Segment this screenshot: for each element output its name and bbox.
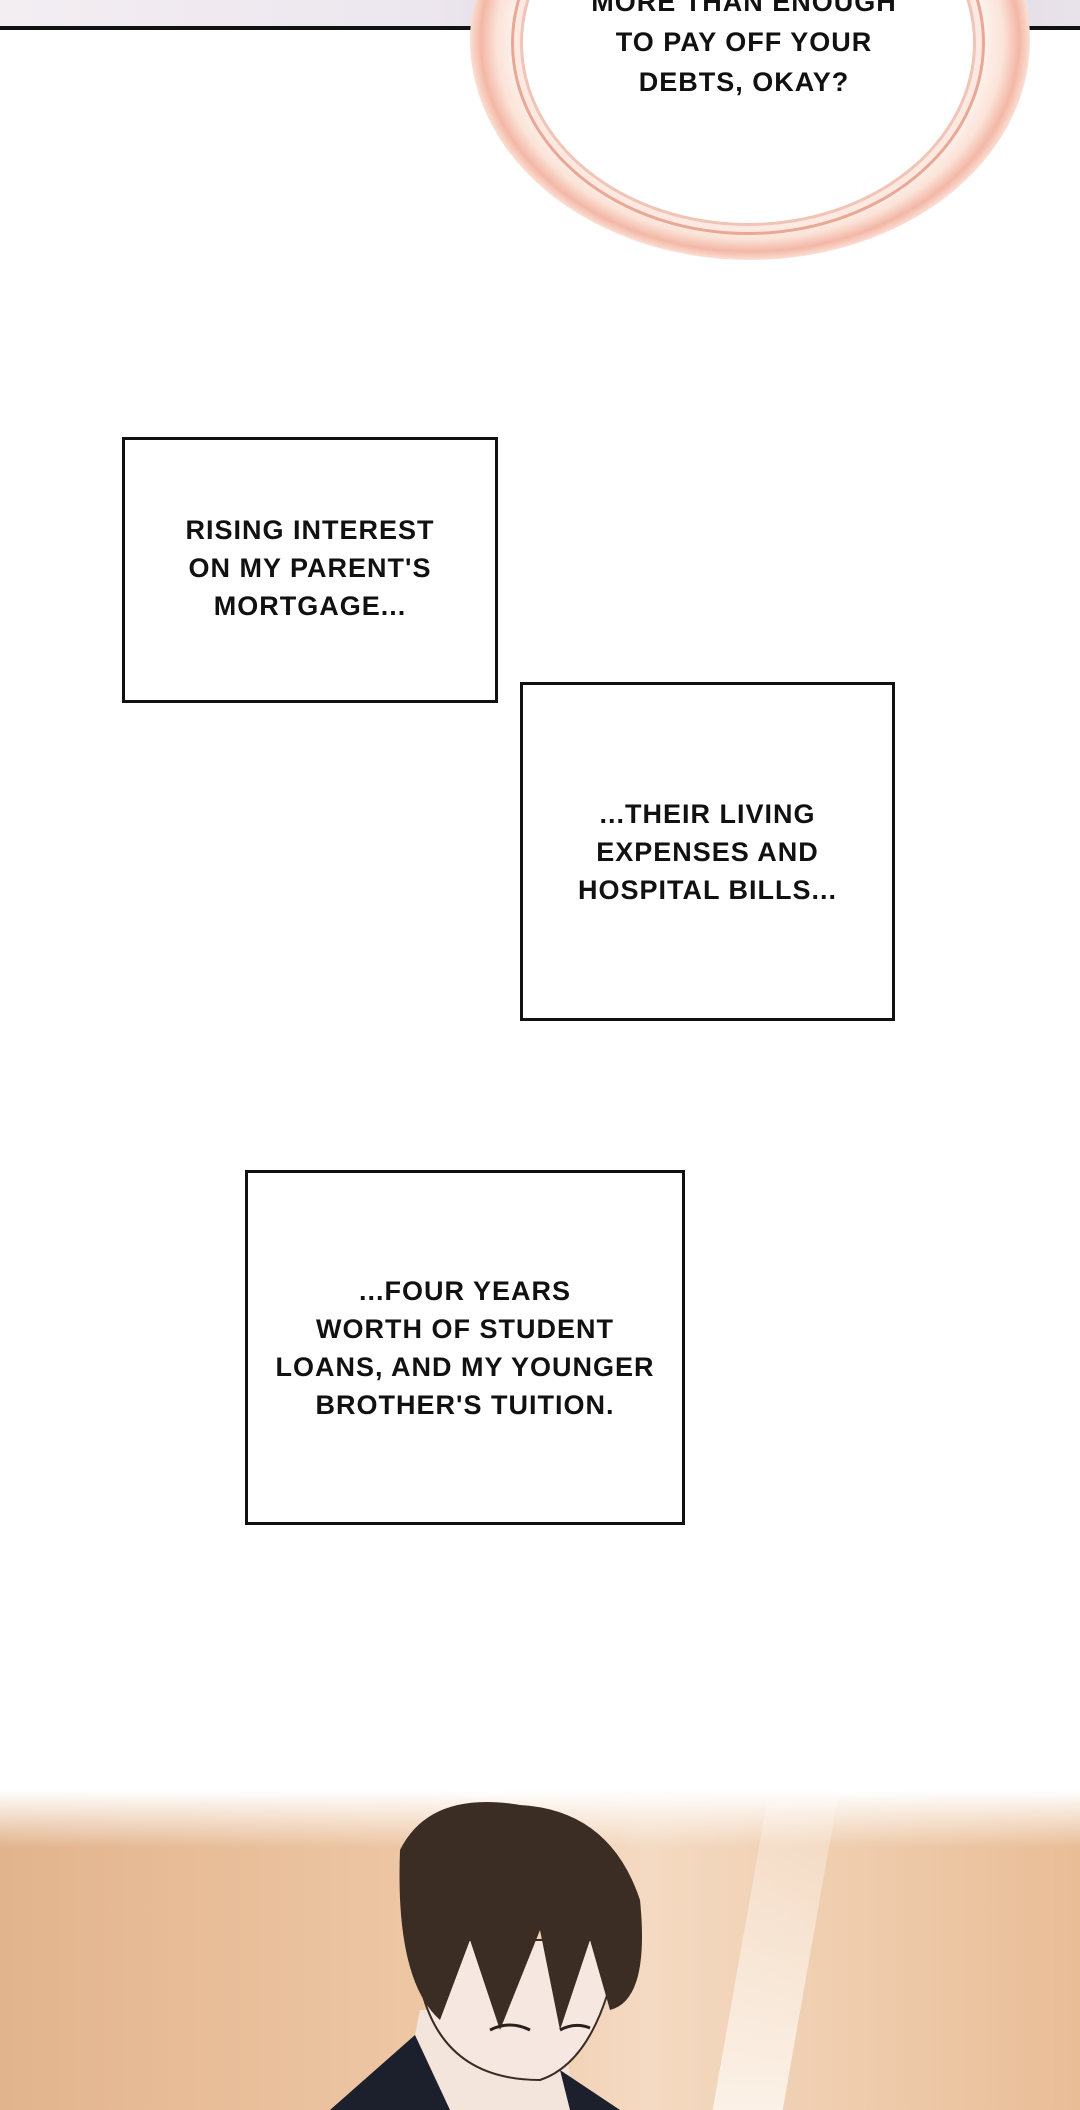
- narration-line: WORTH OF STUDENT: [316, 1313, 614, 1344]
- character-eye: [489, 2023, 531, 2032]
- narration-line: EXPENSES AND: [596, 836, 819, 867]
- narration-line: LOANS, AND MY YOUNGER: [275, 1351, 655, 1382]
- narration-line: ...FOUR YEARS: [358, 1275, 572, 1306]
- narration-line: ...THEIR LIVING: [599, 798, 816, 829]
- narration-line: MORTGAGE...: [213, 590, 407, 621]
- narration-line: HOSPITAL BILLS...: [577, 874, 837, 905]
- character-jacket: [330, 2035, 620, 2110]
- speech-bubble-text: MORE THAN ENOUGH TO PAY OFF YOUR DEBTS, …: [544, 0, 944, 102]
- narration-line: BROTHER'S TUITION.: [315, 1389, 615, 1420]
- narration-box-student-loans: ...FOUR YEARS WORTH OF STUDENT LOANS, AN…: [245, 1170, 685, 1525]
- character-illustration: [330, 1802, 642, 2110]
- character-eye: [559, 2023, 591, 2032]
- character-hair: [399, 1802, 642, 2030]
- narration-line: RISING INTEREST: [185, 514, 435, 545]
- narration-line: ON MY PARENT'S: [188, 552, 432, 583]
- bubble-line: TO PAY OFF YOUR: [615, 27, 873, 57]
- bubble-line: MORE THAN ENOUGH: [591, 0, 897, 17]
- narration-box-living-expenses: ...THEIR LIVING EXPENSES AND HOSPITAL BI…: [520, 682, 895, 1021]
- narration-box-mortgage: RISING INTEREST ON MY PARENT'S MORTGAGE.…: [122, 437, 498, 703]
- bubble-line: DEBTS, OKAY?: [638, 67, 850, 97]
